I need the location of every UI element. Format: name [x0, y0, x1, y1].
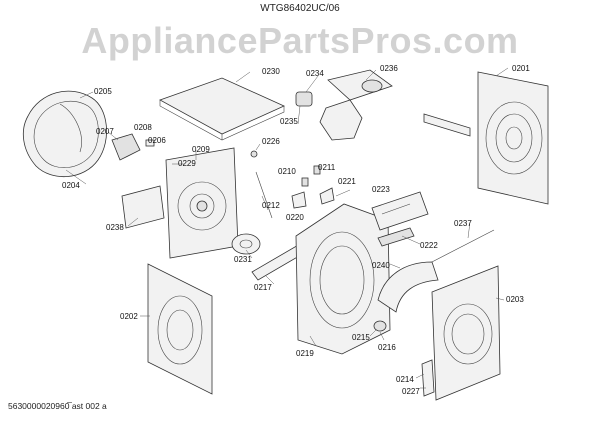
leader-lines	[65, 67, 509, 389]
label-0231: 0231	[234, 255, 252, 264]
label-0229: 0229	[178, 159, 196, 168]
label-0214: 0214	[396, 375, 414, 384]
label-0235: 0235	[280, 117, 298, 126]
label-0223: 0223	[372, 185, 390, 194]
part-rail-bracket[interactable]	[423, 113, 471, 137]
label-0216: 0216	[378, 343, 396, 352]
label-0237: 0237	[454, 219, 472, 228]
label-0234: 0234	[306, 69, 324, 78]
part-small-motor[interactable]	[295, 91, 313, 107]
part-front-panel[interactable]	[431, 265, 501, 401]
label-0215: 0215	[352, 333, 370, 342]
part-labels: 0205 0204 0207 0208 0206 0230 0234 0236 …	[62, 64, 530, 396]
part-small-pin[interactable]	[250, 150, 258, 158]
watermark: AppliancePartsPros.com	[81, 20, 519, 61]
label-0220: 0220	[286, 213, 304, 222]
part-door-lock[interactable]	[111, 133, 155, 161]
label-0226: 0226	[262, 137, 280, 146]
label-0238: 0238	[106, 223, 124, 232]
label-0240: 0240	[372, 261, 390, 270]
part-top-cover[interactable]	[159, 77, 285, 141]
part-front-frame[interactable]	[295, 203, 391, 355]
part-fan-wheel[interactable]	[231, 233, 261, 255]
label-0201: 0201	[512, 64, 530, 73]
diagram-title: WTG86402UC/06	[260, 3, 340, 14]
label-0209: 0209	[192, 145, 210, 154]
label-0210: 0210	[278, 167, 296, 176]
label-0217: 0217	[254, 283, 272, 292]
label-0207: 0207	[96, 127, 114, 136]
part-bulkhead[interactable]	[165, 147, 239, 259]
part-latch[interactable]	[373, 320, 387, 332]
label-0206: 0206	[148, 136, 166, 145]
label-0230: 0230	[262, 67, 280, 76]
part-long-rod[interactable]	[427, 229, 495, 265]
label-0236: 0236	[380, 64, 398, 73]
part-duct[interactable]	[377, 261, 439, 313]
label-0227: 0227	[402, 387, 420, 396]
label-0203: 0203	[506, 295, 524, 304]
label-0205: 0205	[94, 87, 112, 96]
part-motor-bracket[interactable]	[319, 69, 393, 141]
part-seal-ring[interactable]	[377, 227, 415, 247]
label-0221: 0221	[338, 177, 356, 186]
part-side-panel[interactable]	[147, 263, 213, 395]
label-0222: 0222	[420, 241, 438, 250]
diagram-footer-code: 5630000020960̅ ast 002 a	[8, 401, 107, 411]
label-0204: 0204	[62, 181, 80, 190]
part-rod[interactable]	[255, 171, 273, 219]
label-0208: 0208	[134, 123, 152, 132]
part-door-seal[interactable]	[22, 90, 107, 178]
label-0219: 0219	[296, 349, 314, 358]
part-left-bracket[interactable]	[121, 185, 165, 229]
label-0212: 0212	[262, 201, 280, 210]
part-fan-housing[interactable]	[371, 191, 429, 231]
part-door-hinge[interactable]	[421, 359, 435, 397]
label-0211: 0211	[318, 163, 336, 172]
part-rear-panel[interactable]	[477, 71, 549, 205]
label-0202: 0202	[120, 312, 138, 321]
part-sensor-group[interactable]	[291, 165, 335, 209]
